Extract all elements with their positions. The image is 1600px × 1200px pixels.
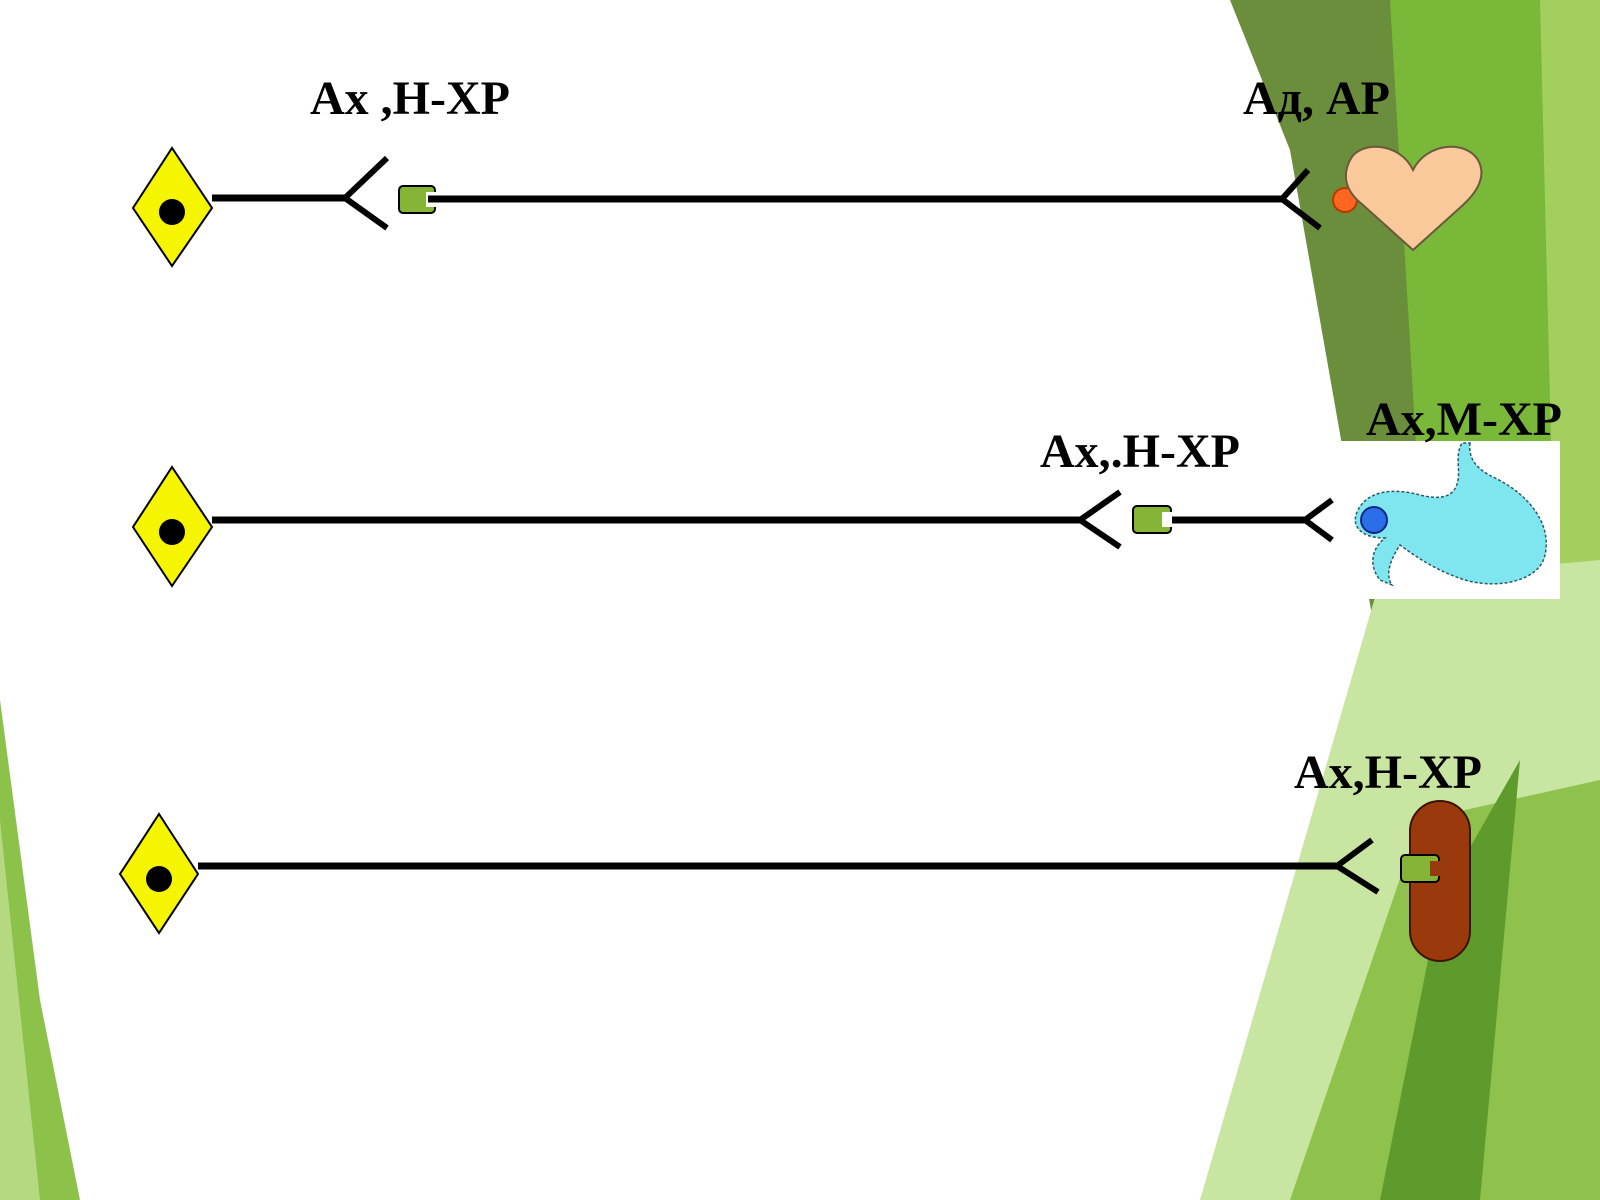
effector-label-heart: Ад, АР	[1243, 72, 1390, 125]
stomach-icon	[1354, 442, 1547, 587]
synapse-terminal-icon	[1074, 489, 1122, 550]
nicotinic-receptor-icon	[1132, 505, 1172, 534]
bg-dark-wedge	[1380, 760, 1520, 1200]
neuron-nucleus-icon	[146, 866, 172, 892]
neuron-nucleus-icon	[159, 199, 185, 225]
effector-label-stomach: Ах,М-ХР	[1366, 393, 1562, 446]
synapse-terminal-icon	[1331, 837, 1380, 895]
nicotinic-receptor-icon	[1400, 854, 1440, 883]
effector-label-muscle: Ах,Н-ХР	[1294, 746, 1482, 799]
ganglion-label-heart: Ах ,Н-ХР	[310, 72, 510, 125]
muscarinic-receptor-icon	[1360, 506, 1388, 534]
pathway-heart	[131, 145, 1483, 268]
ganglion-label-stomach: Ах,.Н-ХР	[1040, 425, 1240, 478]
synapse-terminal-icon	[1277, 167, 1322, 231]
synapse-terminal-icon	[340, 155, 390, 231]
bg-left-light	[0, 820, 40, 1200]
pathway-stomach	[131, 441, 1560, 599]
neuron-nucleus-icon	[159, 519, 185, 545]
synapse-terminal-icon	[1299, 497, 1334, 543]
heart-icon	[1344, 145, 1483, 252]
pathway-muscle	[118, 800, 1471, 962]
